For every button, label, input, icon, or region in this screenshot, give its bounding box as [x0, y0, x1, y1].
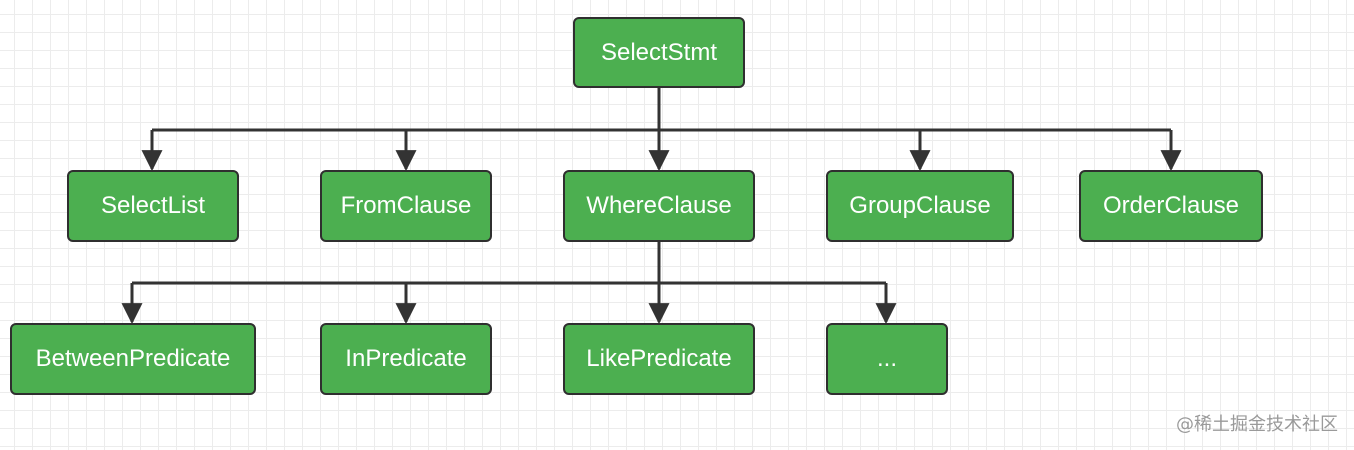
node-select-list: SelectList — [67, 170, 239, 242]
node-from-clause: FromClause — [320, 170, 492, 242]
node-where-clause: WhereClause — [563, 170, 755, 242]
node-group-clause: GroupClause — [826, 170, 1014, 242]
node-select-stmt: SelectStmt — [573, 17, 745, 88]
node-between-predicate: BetweenPredicate — [10, 323, 256, 395]
watermark: @稀土掘金技术社区 — [1176, 414, 1338, 435]
node-like-predicate: LikePredicate — [563, 323, 755, 395]
node-more-ellipsis: ... — [826, 323, 948, 395]
node-in-predicate: InPredicate — [320, 323, 492, 395]
node-order-clause: OrderClause — [1079, 170, 1263, 242]
